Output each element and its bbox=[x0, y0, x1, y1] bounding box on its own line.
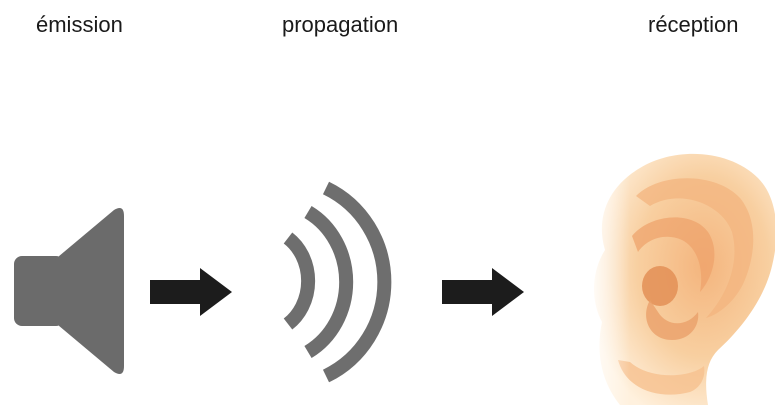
arrow-right-icon bbox=[442, 268, 524, 316]
ear-icon bbox=[590, 150, 775, 405]
label-reception: réception bbox=[648, 12, 739, 37]
label-emission: émission bbox=[36, 12, 123, 37]
label-propagation: propagation bbox=[282, 12, 399, 37]
speaker-icon bbox=[14, 208, 124, 374]
sound-waves-icon bbox=[283, 181, 392, 383]
arrow-right-icon bbox=[150, 268, 232, 316]
